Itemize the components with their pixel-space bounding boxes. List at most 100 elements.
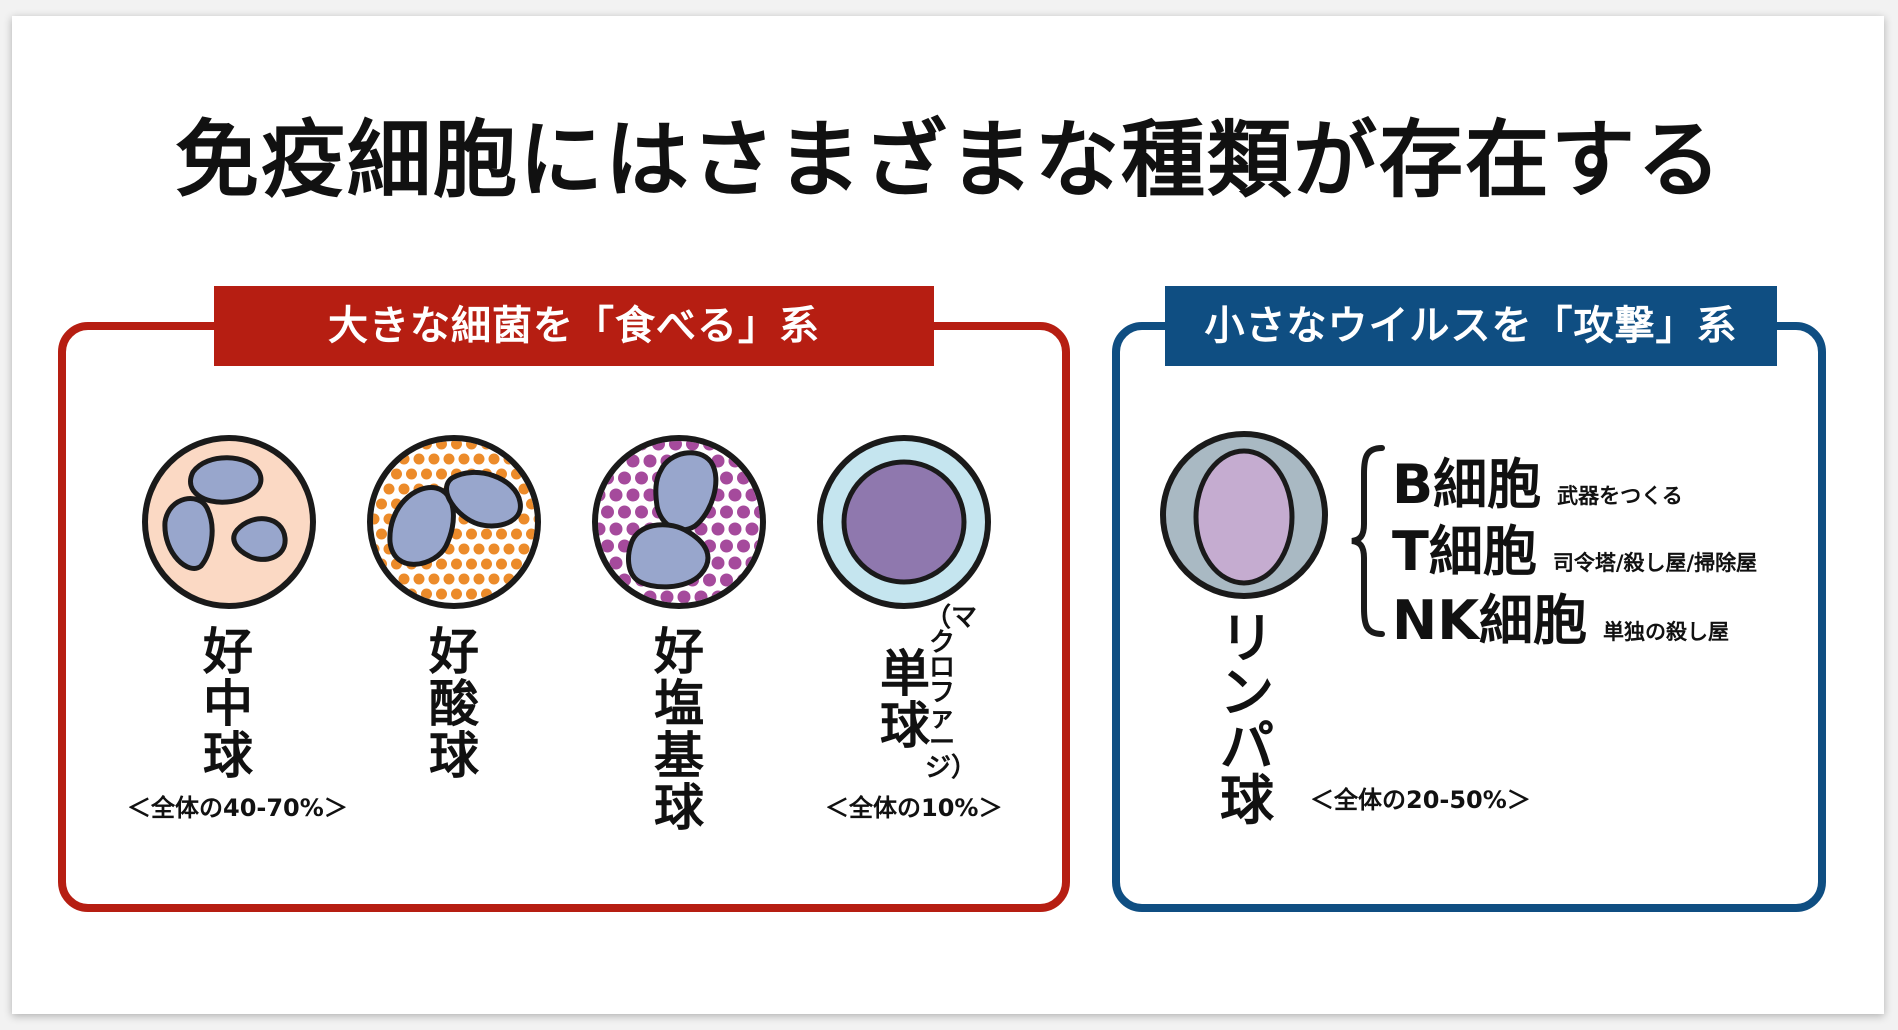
basophil-granule	[728, 522, 742, 536]
basophil-granule	[669, 441, 682, 451]
eosinophil-granule	[391, 441, 402, 450]
neutrophil-illustration	[142, 435, 316, 609]
basophil-granule	[754, 573, 760, 587]
eosinophil-granule	[473, 543, 485, 555]
eosinophil-granule	[428, 573, 440, 585]
eosinophil-granule	[373, 453, 380, 465]
macrophage-alias: （マクロファージ）	[925, 603, 978, 783]
basophil-granule	[737, 539, 750, 553]
basophil-granule	[720, 505, 733, 519]
eosinophil-granule	[526, 588, 535, 600]
eosinophil-granule	[518, 543, 530, 555]
curly-brace-icon	[1351, 445, 1385, 637]
eosinophil-granule	[533, 573, 535, 585]
eosinophil-granule	[466, 588, 477, 600]
eosinophil-granule	[496, 528, 507, 540]
eosinophil-granule	[383, 483, 395, 495]
eosinophil-granule	[373, 513, 380, 525]
eosinophil-granule	[428, 453, 440, 465]
eosinophil-granule	[451, 441, 462, 450]
basophil-granule	[601, 441, 614, 451]
eosinophil-granule	[481, 558, 492, 570]
b-cell-role: 武器をつくる	[1557, 484, 1683, 508]
nk-cell-role: 単独の殺し屋	[1603, 620, 1730, 644]
eosinophil-granule	[384, 604, 395, 611]
eosinophil-granule	[443, 453, 455, 465]
basophil-granule	[754, 505, 760, 519]
eosinophil-granule	[526, 441, 535, 450]
phagocyte-heading: 大きな細菌を「食べる」系	[214, 286, 934, 366]
basophil-granule	[601, 505, 614, 519]
eosinophil-granule	[534, 604, 543, 611]
lymphocyte-label: リンパ球	[1220, 607, 1274, 832]
basophil-granule	[626, 488, 640, 502]
eosinophil-granule	[451, 558, 462, 570]
eosinophil-granule	[488, 453, 500, 465]
eosinophil-granule	[466, 558, 477, 570]
basophil-granule	[728, 556, 742, 570]
eosinophil-granule	[458, 453, 470, 465]
eosinophil-granule	[373, 573, 380, 585]
basophil-granule	[745, 454, 759, 468]
eosinophil-granule	[518, 513, 530, 525]
eosinophil-granule	[504, 604, 515, 611]
eosinophil-granule	[458, 573, 470, 585]
basophil-granule	[643, 488, 657, 502]
eosinophil-granule	[436, 588, 447, 600]
eosinophil-granule	[443, 573, 455, 585]
basophil-granule	[703, 573, 716, 587]
basophil-granule	[652, 441, 665, 451]
eosinophil-granule	[421, 588, 432, 600]
lymphocyte-illustration	[1160, 431, 1328, 599]
basophil-granule	[660, 590, 674, 603]
t-cell-row: T細胞司令塔/殺し屋/掃除屋	[1392, 507, 1757, 586]
basophil-granule	[609, 590, 623, 603]
eosinophil-granule	[376, 498, 387, 510]
eosinophil-granule	[376, 441, 387, 450]
eosinophil-granule	[511, 441, 522, 450]
eosinophil-granule	[489, 604, 500, 611]
basophil-granule	[609, 488, 623, 502]
eosinophil-granule	[488, 543, 500, 555]
phagocyte-panel	[58, 322, 1070, 912]
eosinophil-granule	[481, 528, 492, 540]
basophil-granule	[728, 488, 742, 502]
basophil-granule	[635, 505, 648, 519]
monocyte-label: 単球	[880, 645, 930, 755]
basophil-granule	[720, 471, 733, 485]
b-cell-name: B細胞	[1392, 453, 1542, 516]
eosinophil-granule	[451, 588, 462, 600]
neutrophil-percentage: ＜全体の40-70%＞	[127, 794, 348, 822]
eosinophil-granule	[473, 573, 485, 585]
monocyte-illustration	[817, 435, 991, 609]
eosinophil-granule	[436, 468, 447, 480]
basophil-granule	[711, 556, 725, 570]
basophil-granule	[635, 471, 648, 485]
nk-cell-row: NK細胞単独の殺し屋	[1392, 576, 1729, 655]
eosinophil-granule	[496, 558, 507, 570]
eosinophil-granule	[458, 543, 470, 555]
t-cell-name: T細胞	[1392, 520, 1537, 583]
lymphocyte-panel	[1112, 322, 1826, 912]
basophil-granule	[728, 590, 742, 603]
neutrophil-label: 好中球	[203, 623, 253, 785]
eosinophil-granule	[466, 528, 477, 540]
basophil-granule	[598, 454, 606, 468]
basophil-granule	[711, 522, 725, 536]
basophil-granule	[626, 454, 640, 468]
basophil-granule	[720, 539, 733, 553]
eosinophil-label: 好酸球	[429, 623, 479, 785]
basophil-granule	[720, 573, 733, 587]
eosinophil-granule	[533, 453, 535, 465]
eosinophil-granule	[406, 468, 417, 480]
eosinophil-granule	[511, 558, 522, 570]
basophil-granule	[601, 539, 614, 553]
eosinophil-illustration	[367, 435, 543, 611]
nk-cell-name: NK細胞	[1392, 589, 1588, 652]
basophil-granule	[737, 505, 750, 519]
eosinophil-granule	[436, 558, 447, 570]
eosinophil-granule	[473, 453, 485, 465]
eosinophil-granule	[511, 528, 522, 540]
eosinophil-granule	[376, 528, 387, 540]
eosinophil-granule	[398, 483, 410, 495]
